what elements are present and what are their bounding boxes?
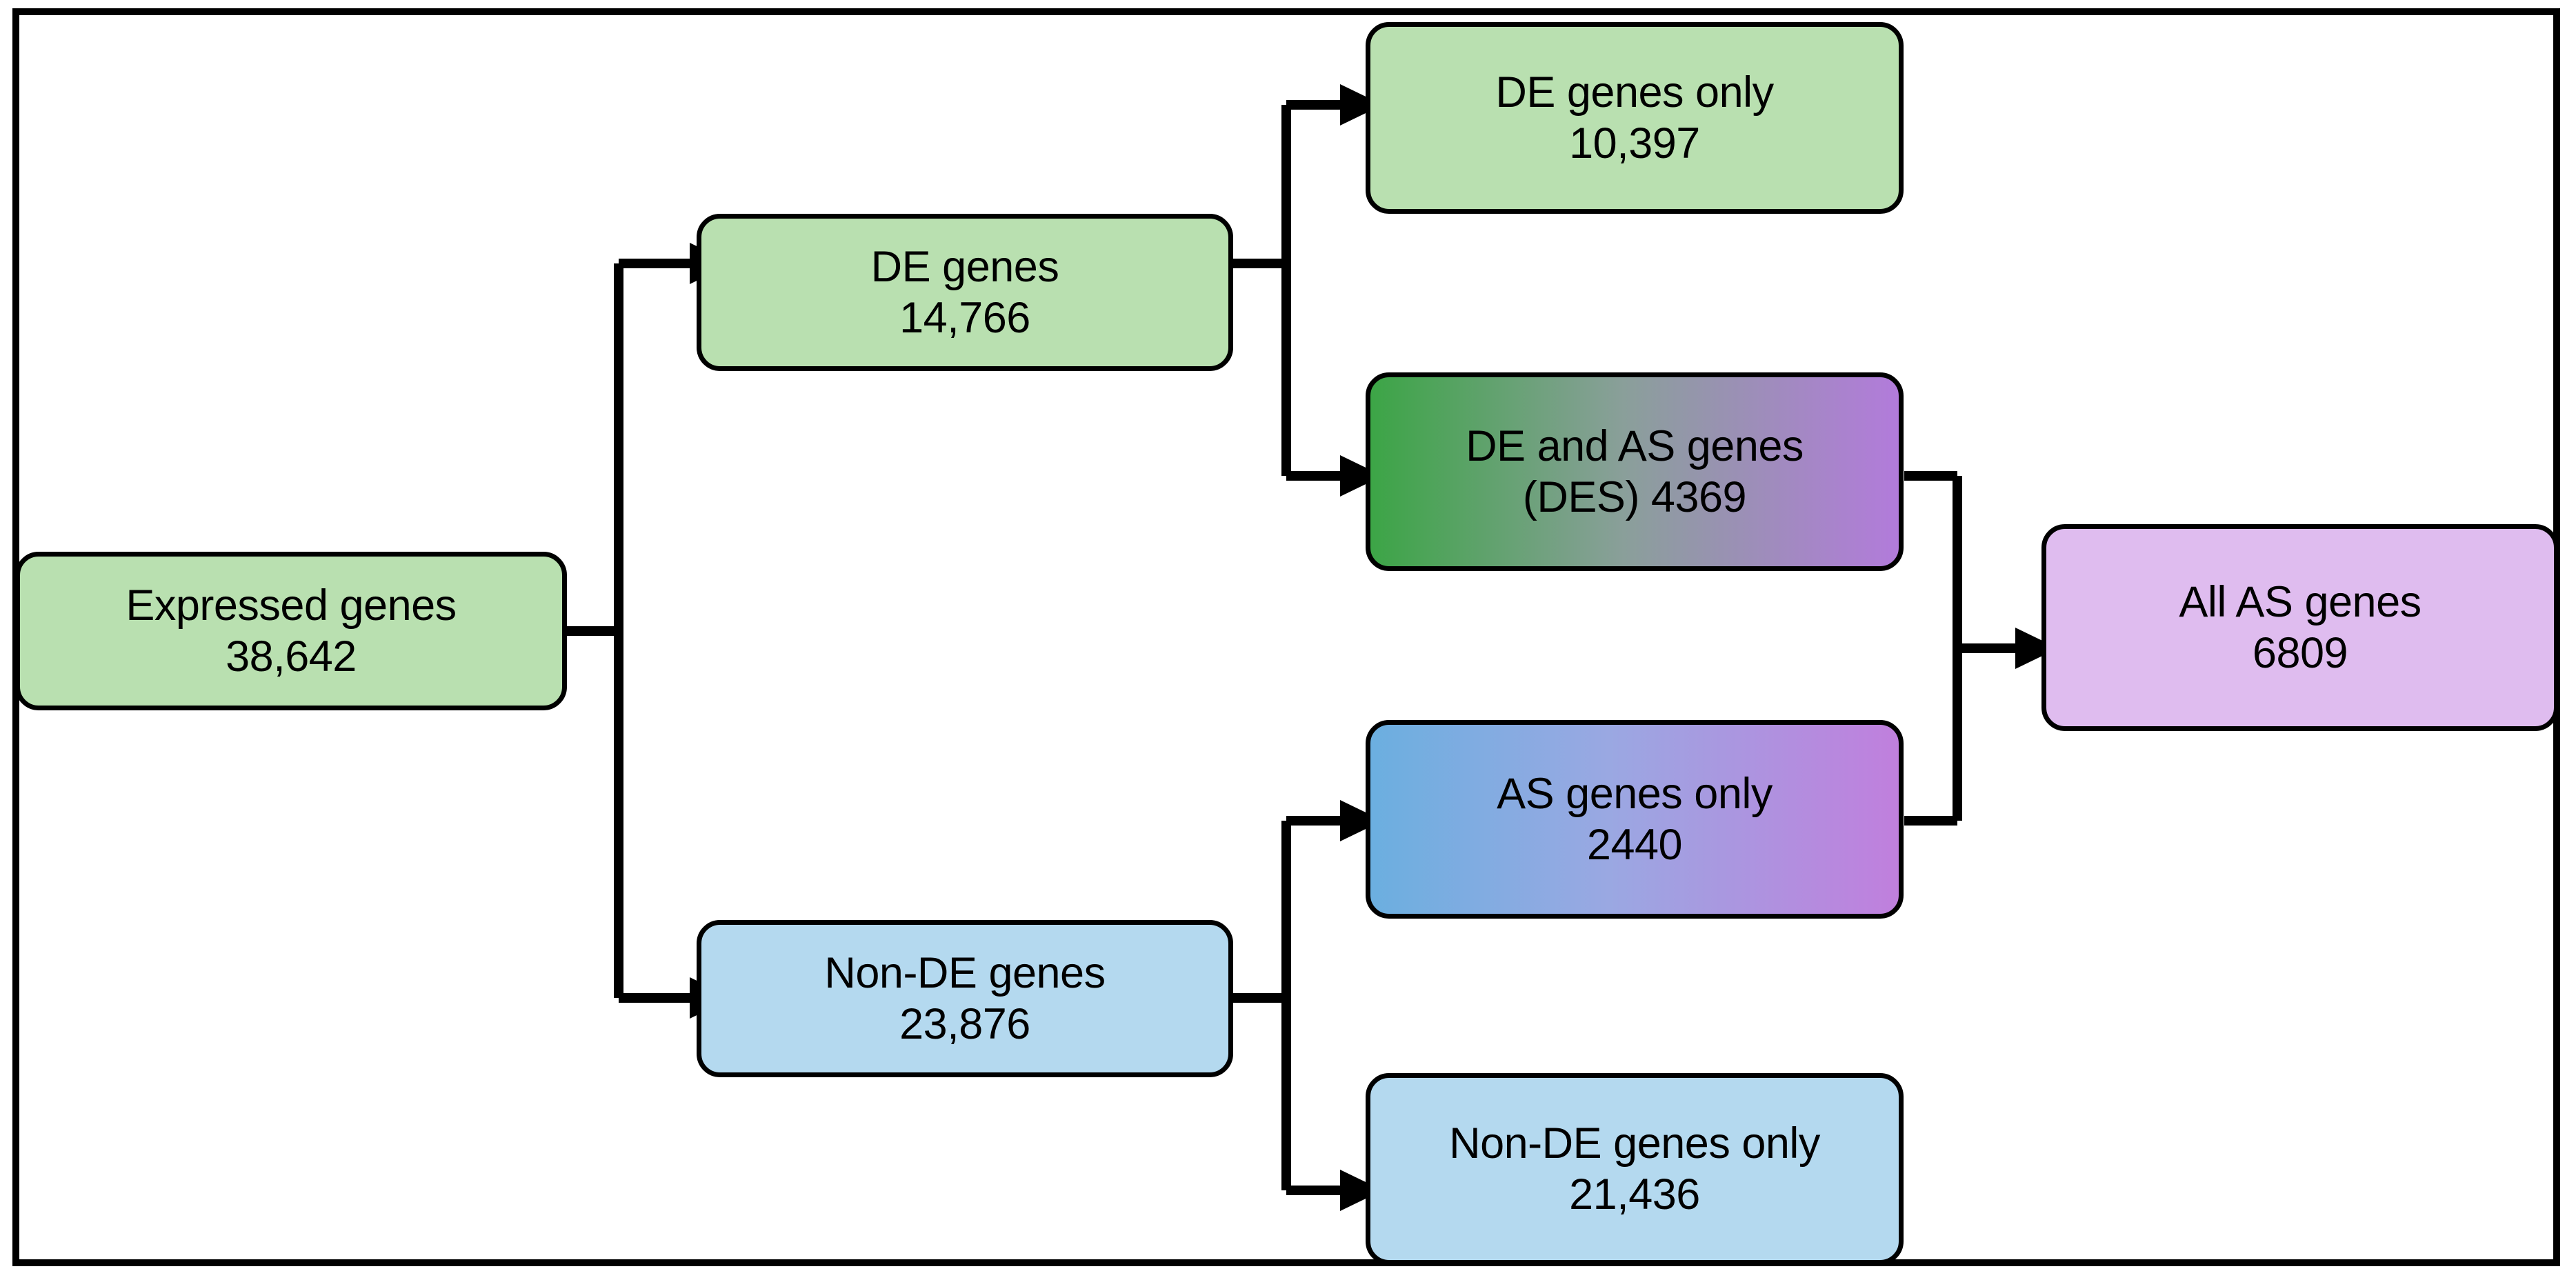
node-expressed-genes[interactable]: Expressed genes 38,642 (15, 552, 567, 710)
node-non-de-genes-only[interactable]: Non-DE genes only 21,436 (1366, 1073, 1904, 1265)
node-value: 14,766 (899, 294, 1030, 342)
node-value: 21,436 (1569, 1170, 1700, 1219)
edge-de-to-children (1232, 84, 1383, 497)
node-value: (DES) 4369 (1522, 473, 1747, 521)
node-label: Expressed genes (126, 581, 457, 630)
node-label: DE genes (870, 242, 1059, 291)
node-de-genes[interactable]: DE genes 14,766 (697, 214, 1233, 371)
node-label: DE genes only (1495, 68, 1774, 117)
node-non-de-genes[interactable]: Non-DE genes 23,876 (697, 920, 1233, 1077)
node-label: DE and AS genes (1466, 421, 1804, 470)
node-label: Non-DE genes (824, 948, 1106, 997)
node-de-genes-only[interactable]: DE genes only 10,397 (1366, 22, 1904, 214)
node-label: All AS genes (2179, 577, 2422, 626)
node-value: 10,397 (1569, 119, 1700, 168)
node-value: 2440 (1586, 821, 1683, 869)
node-as-genes-only[interactable]: AS genes only 2440 (1366, 720, 1904, 919)
node-value: 38,642 (226, 632, 357, 681)
node-de-and-as-genes[interactable]: DE and AS genes (DES) 4369 (1366, 372, 1904, 571)
edge-merge-to-all-as (1904, 471, 2058, 826)
node-all-as-genes[interactable]: All AS genes 6809 (2041, 524, 2559, 731)
node-value: 23,876 (899, 1000, 1030, 1048)
node-label: Non-DE genes only (1449, 1119, 1820, 1168)
edge-nonde-to-children (1232, 800, 1383, 1211)
node-value: 6809 (2252, 629, 2348, 677)
node-label: AS genes only (1497, 769, 1773, 818)
